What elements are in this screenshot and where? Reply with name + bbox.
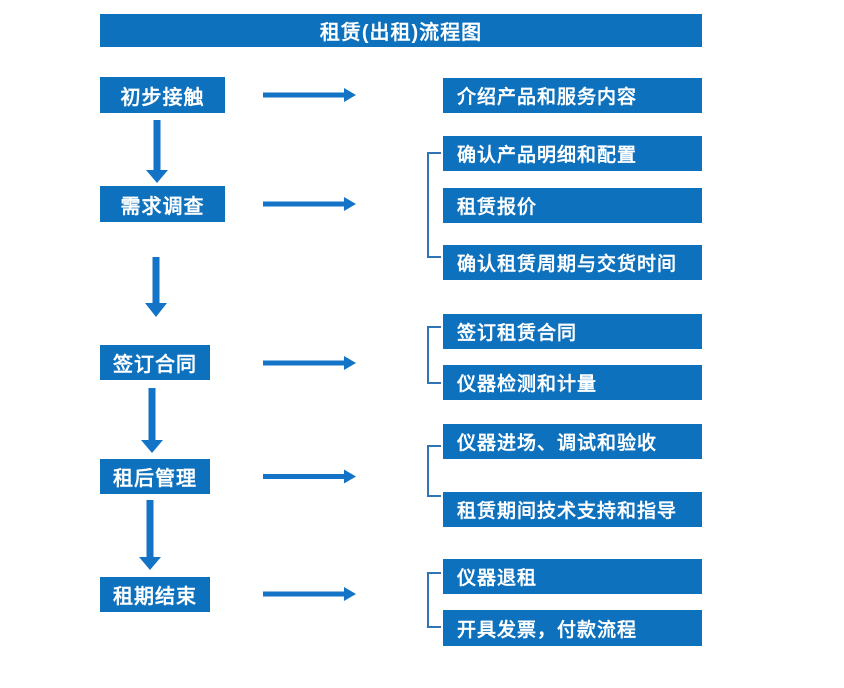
- bracket-sign-contract-group: [427, 326, 441, 384]
- right-arrow-2: [263, 197, 356, 211]
- bracket-post-rental-group: [427, 445, 441, 497]
- detail-box-sign-rental-contract: 签订租赁合同: [443, 314, 702, 349]
- step-box-initial-contact: 初步接触: [100, 77, 225, 113]
- right-arrow-5: [263, 587, 356, 601]
- detail-box-instrument-return: 仪器退租: [443, 559, 702, 594]
- down-arrow-2: [145, 257, 167, 317]
- detail-box-instrument-setup-acceptance: 仪器进场、调试和验收: [443, 424, 702, 459]
- down-arrow-4: [139, 500, 161, 570]
- right-arrow-1: [263, 88, 356, 102]
- detail-box-instrument-testing: 仪器检测和计量: [443, 365, 702, 400]
- right-arrow-4: [263, 469, 356, 484]
- step-box-rental-end: 租期结束: [100, 577, 210, 612]
- bracket-rental-end-group: [427, 572, 441, 628]
- step-box-sign-contract: 签订合同: [100, 345, 210, 380]
- down-arrow-3: [141, 388, 163, 453]
- detail-box-technical-support: 租赁期间技术支持和指导: [443, 492, 702, 527]
- bracket-demand-survey-group: [427, 152, 441, 258]
- detail-box-confirm-product-config: 确认产品明细和配置: [443, 136, 702, 171]
- detail-box-rental-quote: 租赁报价: [443, 188, 702, 223]
- detail-box-invoice-payment: 开具发票，付款流程: [443, 610, 702, 646]
- right-arrow-3: [263, 356, 356, 370]
- flowchart-title: 租赁(出租)流程图: [100, 14, 702, 47]
- step-box-demand-survey: 需求调查: [100, 186, 225, 222]
- detail-box-introduce-products: 介绍产品和服务内容: [443, 78, 702, 113]
- detail-box-confirm-period-delivery: 确认租赁周期与交货时间: [443, 245, 702, 280]
- down-arrow-1: [146, 120, 168, 183]
- step-box-post-rental-management: 租后管理: [100, 459, 210, 494]
